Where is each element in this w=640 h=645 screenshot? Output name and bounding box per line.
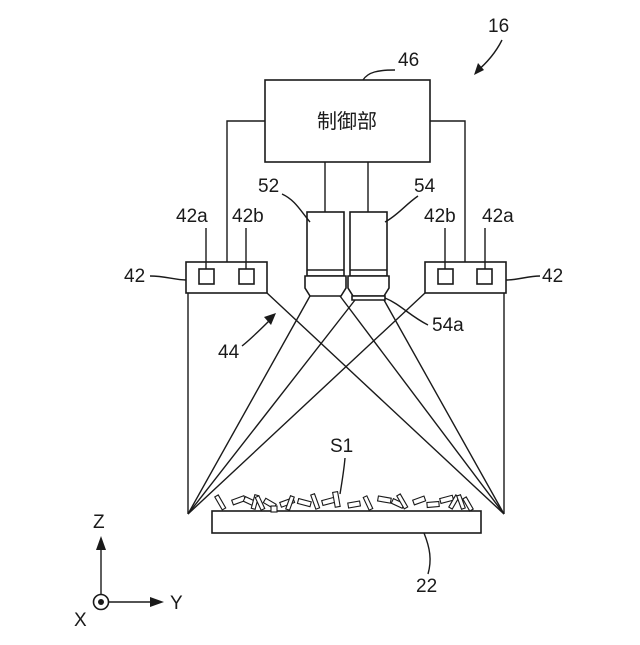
controller-text: 制御部	[317, 109, 377, 133]
label-s1: S1	[330, 436, 353, 457]
y-axis-arrowhead	[150, 597, 164, 607]
leader-46	[363, 70, 395, 80]
light-right-element-a	[477, 269, 492, 284]
light-left-element-a	[199, 269, 214, 284]
label-54a: 54a	[432, 315, 464, 336]
label-46: 46	[398, 50, 419, 71]
leader-42-left	[150, 276, 186, 280]
camera-54-lens-tip	[352, 296, 385, 300]
label-42a-right: 42a	[482, 206, 514, 227]
z-axis-arrowhead	[96, 536, 106, 550]
leader-s1	[340, 458, 345, 494]
label-22: 22	[416, 576, 437, 597]
label-42-right: 42	[542, 266, 563, 287]
x-axis-symbol-dot	[98, 599, 104, 605]
label-42a-left: 42a	[176, 206, 208, 227]
x-axis-label: X	[74, 610, 87, 631]
y-axis-label: Y	[170, 593, 183, 614]
camera-52-lens	[305, 276, 346, 296]
leader-52	[282, 194, 310, 222]
leader-42-right	[506, 276, 540, 280]
label-42-left: 42	[124, 266, 145, 287]
camera-52-body	[307, 212, 344, 276]
view-line-52-left	[188, 296, 310, 514]
arrow-16-head	[474, 63, 484, 75]
arrow-44	[242, 318, 272, 346]
light-right-element-b	[438, 269, 453, 284]
view-line-54-left	[188, 300, 355, 514]
light-right-housing	[425, 262, 506, 293]
z-axis-label: Z	[93, 512, 105, 533]
camera-54-lens	[348, 276, 389, 296]
label-42b-right: 42b	[424, 206, 456, 227]
camera-54-body	[350, 212, 387, 276]
beam-right-1	[188, 293, 425, 514]
leader-54a	[385, 298, 428, 325]
light-left-housing	[186, 262, 267, 293]
light-left-element-b	[239, 269, 254, 284]
workpieces	[215, 492, 473, 512]
label-42b-left: 42b	[232, 206, 264, 227]
tray-22	[212, 511, 481, 533]
leader-54	[385, 196, 418, 222]
beam-left-1	[267, 293, 504, 514]
label-16: 16	[488, 16, 509, 37]
label-54: 54	[414, 176, 436, 197]
leader-22	[424, 533, 430, 574]
label-44: 44	[218, 342, 240, 363]
view-line-52-right	[340, 296, 504, 514]
wire-right-light	[430, 121, 465, 262]
label-52: 52	[258, 176, 279, 197]
